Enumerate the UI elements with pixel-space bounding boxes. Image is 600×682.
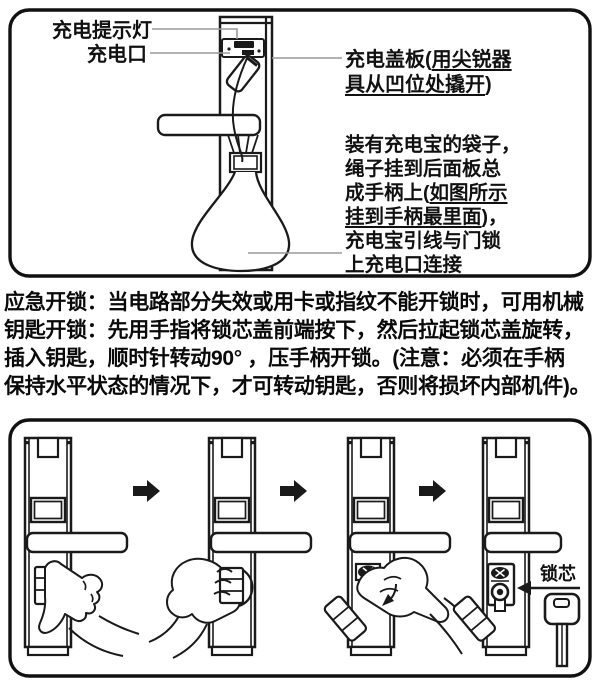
- cover-label-underlined: 用尖锐器 具从凹位处撬开: [345, 49, 512, 96]
- arrow-right-icon: [133, 480, 160, 502]
- lock-core-label: 锁芯: [540, 564, 576, 584]
- cylinder-cover-hanging: [452, 595, 497, 642]
- charging-indicator-light: [234, 41, 254, 48]
- paragraph-body: 当电路部分失效或用卡或指纹不能开锁时，可用机械 钥匙开锁：先用手指将锁芯盖前端按…: [4, 291, 591, 398]
- charge-port-label: 充电口: [87, 44, 147, 66]
- mechanical-key: [543, 592, 581, 668]
- bag-label-underlined: 如图所示 挂到手柄最里面: [345, 182, 508, 228]
- charging-recess: [221, 38, 265, 58]
- paragraph-lead: 应急开锁：: [4, 291, 108, 314]
- bag-label-part3: )， 充电宝引线与门锁 上充电口连接: [345, 206, 508, 276]
- cylinder-cover-hanging: [323, 595, 368, 642]
- door-lock-back-illustration: [8, 8, 592, 278]
- power-bank-bag: [190, 171, 291, 273]
- handle: [156, 113, 262, 137]
- charge-cover-label: 充电盖板(用尖锐器 具从凹位处撬开): [345, 48, 560, 98]
- lock-core-pointer-arrow-icon: [517, 581, 531, 595]
- step-1-press-cover: [23, 436, 140, 657]
- cover-label-suffix: ): [485, 74, 492, 96]
- pointing-hand: [38, 560, 104, 634]
- arrow-right-icon: [280, 480, 307, 502]
- step-4-insert-key: [452, 436, 581, 668]
- panel-border: [8, 8, 592, 278]
- emergency-unlock-paragraph: 应急开锁：当电路部分失效或用卡或指纹不能开锁时，可用机械 钥匙开锁：先用手指将锁…: [4, 289, 598, 401]
- unlock-steps-illustration: [8, 418, 592, 678]
- step-3-rotate-cover: [323, 436, 471, 657]
- arrow-right-icon: [419, 480, 446, 502]
- step-2-lift-cover: [148, 436, 313, 659]
- charging-port: [242, 50, 254, 55]
- charging-cover-plate: [225, 54, 261, 93]
- rotating-hand: [356, 556, 450, 623]
- charging-cable: [231, 55, 249, 163]
- bag-label-part1: 装有充电宝的袋子， 绳子挂到后面板总 成手柄上(: [345, 134, 521, 204]
- unlock-steps-panel: 锁芯: [8, 418, 592, 678]
- cover-label-prefix: 充电盖板(: [345, 49, 432, 71]
- leader-lines: [150, 28, 342, 254]
- charge-indicator-label: 充电提示灯: [52, 20, 152, 42]
- charging-diagram-panel: 充电提示灯 充电口 充电盖板(用尖锐器 具从凹位处撬开) 装有充电宝的袋子， 绳…: [8, 8, 592, 278]
- power-bank-bag-label: 装有充电宝的袋子， 绳子挂到后面板总 成手柄上(如图所示 挂到手柄最里面)， 充…: [345, 133, 565, 277]
- cylinder-cover-lifted: [218, 566, 245, 605]
